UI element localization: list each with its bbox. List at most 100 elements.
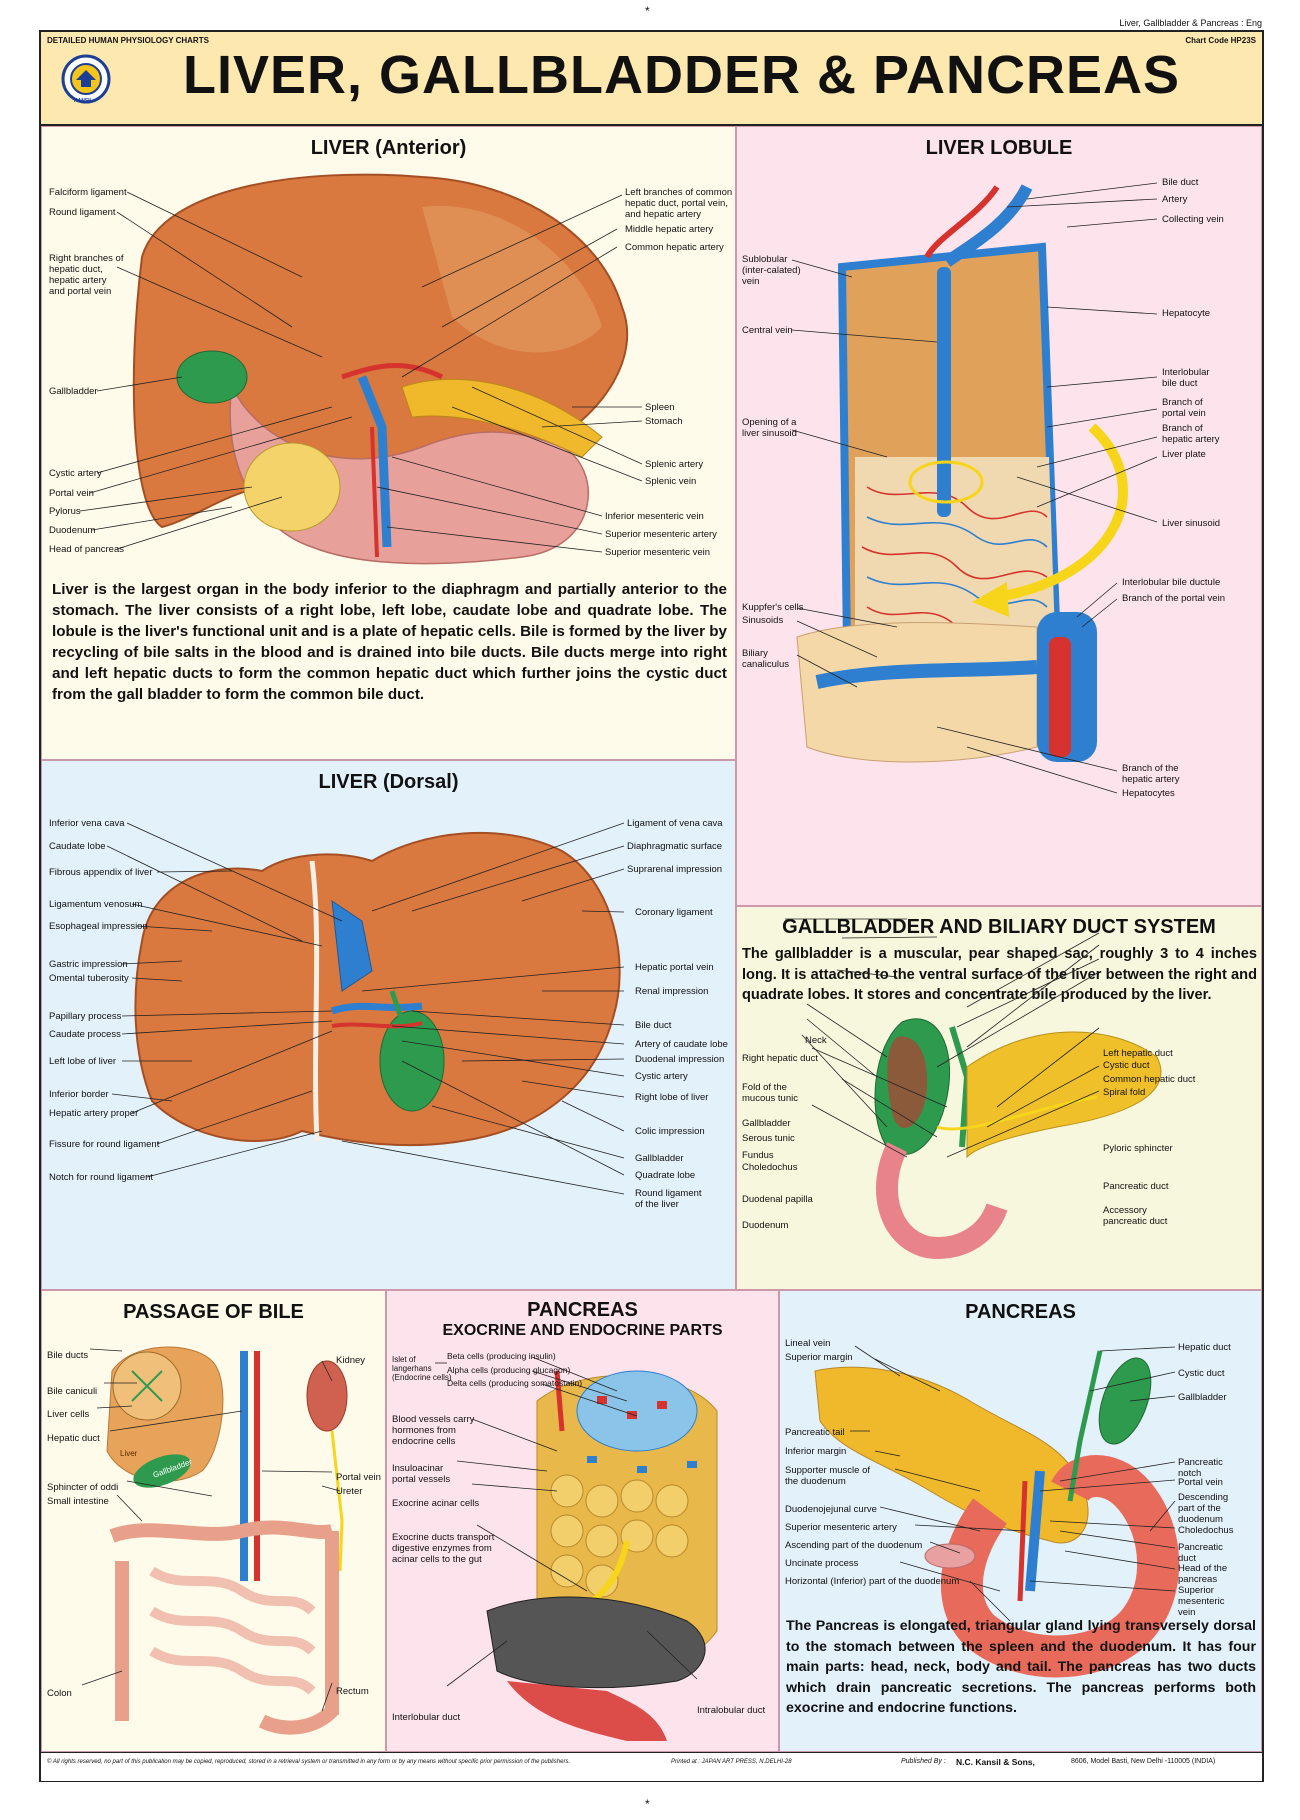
label-head-of-pancreas: Head of pancreas bbox=[49, 544, 124, 555]
label-pancreatic-notch: Pancreatic notch bbox=[1178, 1457, 1223, 1479]
printed-by: Printed at : JAPAN ART PRESS, N.DELHI-28 bbox=[671, 1759, 792, 1765]
label-spiral-fold: Spiral fold bbox=[1103, 1087, 1146, 1098]
panel-liver-anterior: LIVER (Anterior) Fa bbox=[41, 126, 736, 760]
label-artery: Artery bbox=[1162, 194, 1188, 205]
label-colon: Colon bbox=[47, 1688, 72, 1699]
label-superior-mesenteric-vein: Superior mesenteric vein bbox=[1178, 1585, 1225, 1618]
label-pancreatic-duct: Pancreatic duct bbox=[1103, 1181, 1169, 1192]
label-delta-cells: Delta cells (producing somatostatin) bbox=[447, 1378, 583, 1388]
label-duodenum: Duodenum bbox=[49, 525, 96, 536]
label-ascending-duodenum: Ascending part of the duodenum bbox=[785, 1540, 923, 1551]
label-branch-hepatic-artery: Branch of hepatic artery bbox=[1162, 423, 1220, 445]
label-duodenojejunal-curve: Duodenojejunal curve bbox=[785, 1504, 877, 1515]
label-common-hepatic-artery: Common hepatic artery bbox=[625, 242, 724, 253]
label-hepatic-duct: Hepatic duct bbox=[47, 1433, 100, 1444]
pancreas-title: PANCREAS bbox=[965, 1301, 1076, 1323]
label-superior-mesenteric-artery: Superior mesenteric artery bbox=[605, 529, 717, 540]
label-spleen: Spleen bbox=[645, 402, 675, 413]
label-uncinate-process: Uncinate process bbox=[785, 1558, 859, 1569]
top-mark: * bbox=[645, 4, 650, 18]
label-inferior-vena-cava: Inferior vena cava bbox=[49, 818, 125, 829]
label-liver-sinusoid: Liver sinusoid bbox=[1162, 518, 1221, 529]
chart-title: LIVER, GALLBLADDER & PANCREAS bbox=[182, 45, 1181, 105]
liver-description: Liver is the largest organ in the body i… bbox=[52, 581, 727, 703]
exocrine-illustration bbox=[435, 1356, 718, 1741]
label-branch-portal-vein: Branch of portal vein bbox=[1162, 397, 1206, 419]
label-notch-round-ligament: Notch for round ligament bbox=[49, 1172, 154, 1183]
label-inferior-mesenteric-vein: Inferior mesenteric vein bbox=[605, 511, 704, 522]
label-sublobular-vein: Sublobular (inter-calated) vein bbox=[742, 254, 801, 287]
label-exocrine-ducts: Exocrine ducts transport digestive enzym… bbox=[392, 1532, 495, 1565]
label-islet-of-langerhans: Islet of langerhans (Endocrine cells) bbox=[392, 1355, 452, 1382]
label-quadrate-lobe: Quadrate lobe bbox=[635, 1170, 696, 1181]
label-bile-caniculi: Bile caniculi bbox=[47, 1386, 98, 1397]
passage-illustration bbox=[81, 1346, 348, 1735]
label-bile-duct: Bile duct bbox=[635, 1020, 672, 1031]
label-cystic-duct: Cystic duct bbox=[1178, 1368, 1225, 1379]
panel-pancreas: PANCREAS Lineal vein Superior bbox=[779, 1290, 1262, 1752]
label-liver-plate: Liver plate bbox=[1162, 449, 1206, 460]
label-intralobular-duct: Intralobular duct bbox=[697, 1705, 766, 1716]
label-inferior-margin: Inferior margin bbox=[785, 1446, 847, 1457]
label-descending-duodenum: Descending part of the duodenum bbox=[1178, 1492, 1229, 1525]
liver-lobule-illustration bbox=[791, 182, 1158, 794]
label-gallbladder: Gallbladder bbox=[49, 386, 98, 397]
label-pylorus: Pylorus bbox=[49, 506, 81, 517]
label-caudate-lobe: Caudate lobe bbox=[49, 841, 106, 852]
label-ureter: Ureter bbox=[336, 1486, 363, 1497]
panel-gallbladder: GALLBLADDER AND BILIARY DUCT SYSTEM The … bbox=[736, 906, 1262, 1290]
liver-anterior-illustration bbox=[79, 173, 643, 565]
label-duodenal-papilla: Duodenal papilla bbox=[742, 1194, 813, 1205]
label-bile-ducts: Bile ducts bbox=[47, 1350, 89, 1361]
publisher-name: N.C. Kansil & Sons, bbox=[956, 1757, 1035, 1767]
corner-caption: Liver, Gallbladder & Pancreas : Eng bbox=[1119, 18, 1262, 28]
label-suprarenal-impression: Suprarenal impression bbox=[627, 864, 723, 875]
logo-text: KANSIL bbox=[74, 98, 93, 104]
label-round-ligament: Round ligament bbox=[49, 207, 116, 218]
label-cystic-artery: Cystic artery bbox=[635, 1071, 688, 1082]
label-neck: Neck bbox=[805, 1035, 827, 1046]
label-horizontal-duodenum: Horizontal (Inferior) part of the duoden… bbox=[785, 1576, 960, 1587]
label-alpha-cells: Alpha cells (producing glucagon) bbox=[447, 1365, 571, 1375]
label-right-hepatic-duct: Right hepatic duct bbox=[742, 1053, 819, 1064]
label-splenic-vein: Splenic vein bbox=[645, 476, 697, 487]
chart-sheet: DETAILED HUMAN PHYSIOLOGY CHARTS Chart C… bbox=[39, 30, 1264, 1782]
label-small-intestine: Small intestine bbox=[47, 1496, 109, 1507]
gallbladder-description: The gallbladder is a muscular, pear shap… bbox=[742, 946, 1257, 1003]
gallbladder-illustration bbox=[785, 918, 1162, 1259]
label-gallbladder: Gallbladder bbox=[1178, 1392, 1227, 1403]
label-pancreatic-tail: Pancreatic tail bbox=[785, 1427, 845, 1438]
label-left-lobe: Left lobe of liver bbox=[49, 1056, 117, 1067]
label-falciform-ligament: Falciform ligament bbox=[49, 187, 127, 198]
label-gallbladder: Gallbladder bbox=[635, 1153, 684, 1164]
label-choledochus: Choledochus bbox=[742, 1162, 798, 1173]
label-fissure-round-ligament: Fissure for round ligament bbox=[49, 1139, 160, 1150]
label-interlobular-bile-ductule: Interlobular bile ductule bbox=[1122, 577, 1221, 588]
label-cystic-duct: Cystic duct bbox=[1103, 1060, 1150, 1071]
chart-footer: © All rights reserved, no part of this p… bbox=[41, 1752, 1262, 1781]
label-middle-hepatic-artery: Middle hepatic artery bbox=[625, 224, 714, 235]
liver-lobule-title: LIVER LOBULE bbox=[925, 137, 1073, 159]
label-central-vein: Central vein bbox=[742, 325, 793, 336]
panel-liver-lobule: LIVER LOBULE bbox=[736, 126, 1262, 906]
label-insuloacinar-vessels: Insuloacinar portal vessels bbox=[392, 1463, 451, 1485]
label-sphincter-of-oddi: Sphincter of oddi bbox=[47, 1482, 119, 1493]
label-esophageal-impression: Esophageal impression bbox=[49, 921, 148, 932]
label-gastric-impression: Gastric impression bbox=[49, 959, 128, 970]
label-kidney: Kidney bbox=[336, 1355, 366, 1366]
label-accessory-pancreatic-duct: Accessory pancreatic duct bbox=[1103, 1205, 1168, 1227]
label-interlobular-duct: Interlobular duct bbox=[392, 1712, 461, 1723]
label-artery-caudate-lobe: Artery of caudate lobe bbox=[635, 1039, 728, 1050]
label-gallbladder: Gallbladder bbox=[742, 1118, 791, 1129]
label-round-ligament: Round ligament of the liver bbox=[635, 1188, 702, 1210]
label-exocrine-acinar-cells: Exocrine acinar cells bbox=[392, 1498, 480, 1509]
label-choledochus: Choledochus bbox=[1178, 1525, 1234, 1536]
label-liver-cells: Liver cells bbox=[47, 1409, 90, 1420]
publisher-address: 8606, Model Basti, New Delhi -110005 (IN… bbox=[1071, 1758, 1216, 1765]
label-coronary-ligament: Coronary ligament bbox=[635, 907, 713, 918]
label-splenic-artery: Splenic artery bbox=[645, 459, 704, 470]
label-kuppfers-cells: Kuppfer's cells bbox=[742, 602, 804, 613]
pancreas-description: The Pancreas is elongated, triangular gl… bbox=[786, 1618, 1256, 1716]
liver-dorsal-illustration bbox=[106, 822, 625, 1195]
label-hepatocytes: Hepatocytes bbox=[1122, 788, 1175, 799]
